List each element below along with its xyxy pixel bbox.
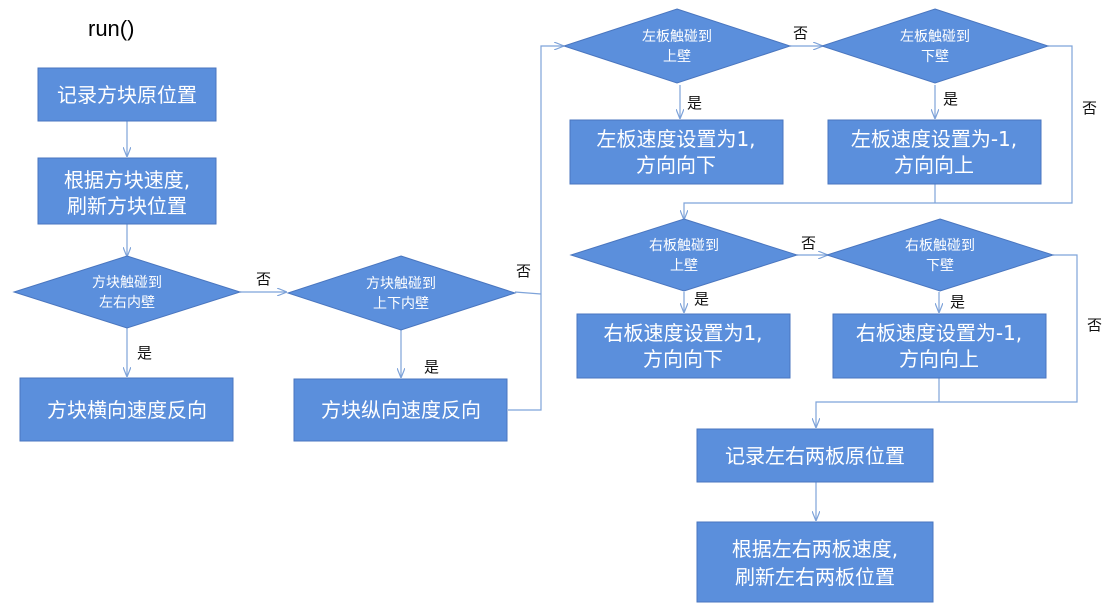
decision-left-board-hits-bottom: 左板触碰到 下壁 [820,8,1050,84]
svg-text:方块横向速度反向: 方块横向速度反向 [47,398,207,422]
box-right-board-up: 右板速度设置为-1, 方向向上 [832,313,1047,379]
label-yes-d2: 是 [424,358,439,376]
box-refresh-boards: 根据左右两板速度, 刷新左右两板位置 [696,521,934,603]
label-no-d2: 否 [516,262,531,280]
decision-left-board-hits-top: 左板触碰到 上壁 [562,8,792,84]
label-no-d1: 否 [256,270,271,288]
box-reverse-horizontal: 方块横向速度反向 [19,377,234,442]
svg-text:上壁: 上壁 [663,49,691,65]
connectors [127,45,1078,520]
title: run() [88,16,134,41]
svg-text:方向向下: 方向向下 [636,153,716,177]
box-record-block: 记录方块原位置 [37,67,217,122]
svg-text:上壁: 上壁 [670,258,698,274]
svg-text:刷新左右两板位置: 刷新左右两板位置 [735,565,895,589]
svg-text:记录左右两板原位置: 记录左右两板原位置 [725,444,905,468]
label-yes-d5: 是 [694,290,709,308]
label-no-d3: 否 [793,24,808,42]
branch-labels: 是 否 是 否 是 否 是 否 是 否 是 否 [137,24,1102,376]
svg-text:方块纵向速度反向: 方块纵向速度反向 [321,398,481,422]
svg-text:右板速度设置为1,: 右板速度设置为1, [603,321,762,345]
svg-text:记录方块原位置: 记录方块原位置 [57,83,197,107]
svg-text:方向向上: 方向向上 [899,347,979,371]
label-no-d4: 否 [1082,99,1097,117]
decision-right-board-hits-bottom: 右板触碰到 下壁 [825,218,1055,292]
svg-text:右板触碰到: 右板触碰到 [905,238,975,254]
svg-text:左板触碰到: 左板触碰到 [900,29,970,45]
arrow-to-d3 [508,46,563,411]
label-yes-d6: 是 [950,293,965,311]
label-yes-d3: 是 [687,94,702,112]
box-right-board-down: 右板速度设置为1, 方向向下 [576,313,791,379]
box-refresh-block: 根据方块速度, 刷新方块位置 [37,157,217,225]
svg-text:下壁: 下壁 [921,49,949,65]
decision-block-hits-top-bottom: 方块触碰到 上下内壁 [286,255,517,331]
svg-text:左板速度设置为1,: 左板速度设置为1, [596,127,755,151]
svg-text:根据左右两板速度,: 根据左右两板速度, [732,537,898,561]
svg-text:方块触碰到: 方块触碰到 [366,276,436,292]
svg-text:上下内壁: 上下内壁 [373,296,429,312]
svg-text:右板速度设置为-1,: 右板速度设置为-1, [856,321,1022,345]
box-record-boards: 记录左右两板原位置 [696,428,934,483]
label-yes-d1: 是 [137,344,152,362]
svg-text:左右内壁: 左右内壁 [99,295,155,311]
box-left-board-up: 左板速度设置为-1, 方向向上 [827,119,1042,185]
label-no-d6: 否 [1087,316,1102,334]
svg-text:方向向下: 方向向下 [643,347,723,371]
svg-text:根据方块速度,: 根据方块速度, [64,168,190,192]
svg-text:刷新方块位置: 刷新方块位置 [67,194,187,218]
svg-text:左板速度设置为-1,: 左板速度设置为-1, [851,127,1017,151]
svg-text:方块触碰到: 方块触碰到 [92,275,162,291]
line-d2-no [514,291,542,295]
arrow-d6-no [816,254,1078,427]
label-no-d5: 否 [801,234,816,252]
arrow-d4-no [684,45,1073,219]
label-yes-d4: 是 [943,90,958,108]
box-left-board-down: 左板速度设置为1, 方向向下 [569,119,784,185]
svg-text:方向向上: 方向向上 [894,153,974,177]
svg-text:左板触碰到: 左板触碰到 [642,29,712,45]
svg-text:右板触碰到: 右板触碰到 [649,238,719,254]
box-reverse-vertical: 方块纵向速度反向 [293,378,508,442]
decision-right-board-hits-top: 右板触碰到 上壁 [569,218,799,292]
decision-block-hits-left-right: 方块触碰到 左右内壁 [12,255,242,329]
svg-text:下壁: 下壁 [926,258,954,274]
